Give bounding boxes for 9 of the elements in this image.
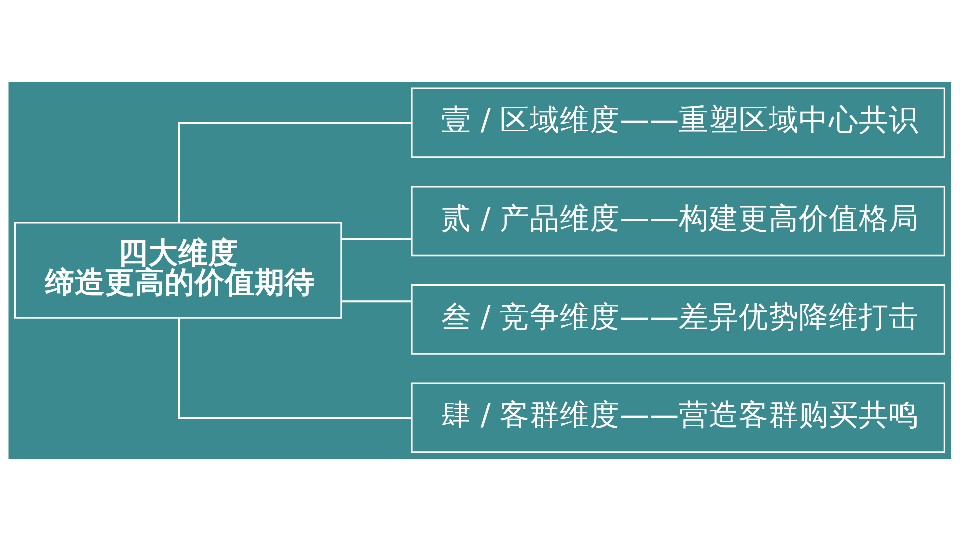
connector xyxy=(178,318,412,418)
connector xyxy=(342,300,412,302)
node-box: 壹 / 区域维度——重塑区域中心共识 xyxy=(411,87,946,158)
node-box: 四大维度 缔造更高的价值期待 xyxy=(14,222,342,318)
node-box: 贰 / 产品维度——构建更高价值格局 xyxy=(411,186,946,256)
connector xyxy=(342,238,412,240)
node-box: 肆 / 客群维度——营造客群购买共鸣 xyxy=(411,382,946,453)
connector xyxy=(178,122,412,222)
node-box: 叁 / 竞争维度——差异优势降维打击 xyxy=(411,284,946,354)
